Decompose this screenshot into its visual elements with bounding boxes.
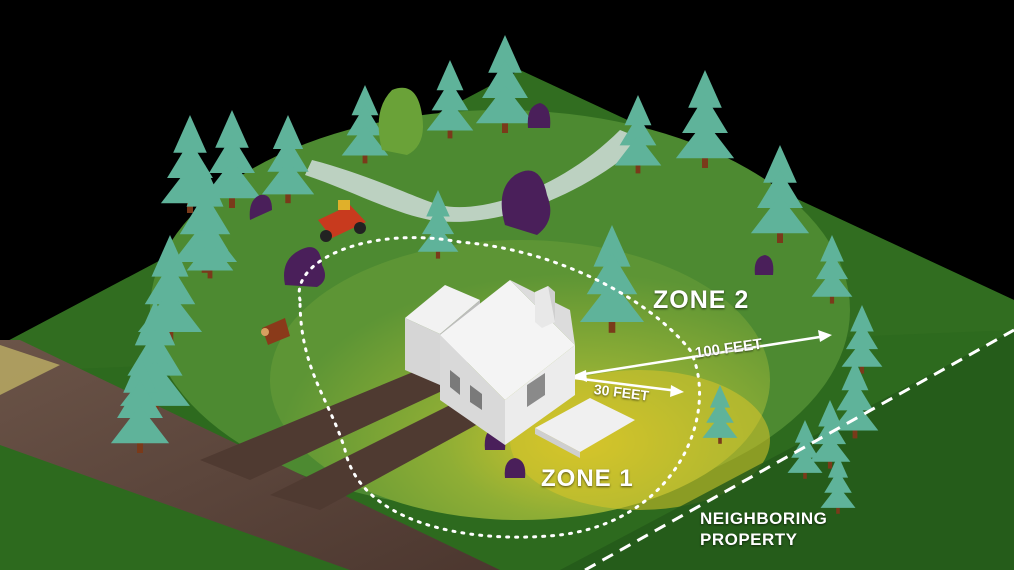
shrub-icon <box>504 458 526 478</box>
road-icon <box>0 340 500 570</box>
shrub-icon <box>249 194 272 220</box>
firewood-icon <box>261 318 290 345</box>
tree-icon <box>341 85 389 164</box>
shrubs <box>249 87 774 478</box>
tree-icon <box>811 235 853 304</box>
tree-icon <box>614 95 662 174</box>
neighboring-property <box>560 330 1014 570</box>
tree-icon <box>841 305 883 374</box>
distance-30-arrow <box>573 376 684 397</box>
tree-icon <box>426 60 474 139</box>
house-icon <box>405 280 635 458</box>
tree-icon <box>475 35 535 133</box>
tree-icon <box>202 110 262 208</box>
shrub-icon <box>754 255 774 275</box>
property-line <box>584 328 1014 570</box>
tree-icon <box>675 70 735 168</box>
shrub-icon <box>527 103 551 128</box>
zone1-label: ZONE 1 <box>541 465 634 492</box>
tree-icon <box>579 225 645 333</box>
tree-icon <box>831 360 879 439</box>
zone2-label: ZONE 2 <box>653 286 750 314</box>
shrub-icon <box>501 170 551 235</box>
shrub-icon <box>378 87 423 155</box>
lawn-mower-icon <box>318 200 366 242</box>
tree-icon <box>750 145 810 243</box>
tree-icon <box>702 385 738 444</box>
tree-icon <box>186 200 234 279</box>
trees <box>110 35 883 514</box>
neighboring-property-label: NEIGHBORING PROPERTY <box>700 508 827 550</box>
neighboring-label-line1: NEIGHBORING <box>700 509 828 528</box>
tree-icon <box>110 355 170 453</box>
shrub-icon <box>284 247 326 287</box>
tree-icon <box>820 455 856 514</box>
tree-icon <box>261 115 315 204</box>
path-icon <box>305 130 645 222</box>
neighboring-label-line2: PROPERTY <box>700 530 798 549</box>
tree-icon <box>417 190 459 259</box>
zone1-boundary <box>297 236 702 539</box>
